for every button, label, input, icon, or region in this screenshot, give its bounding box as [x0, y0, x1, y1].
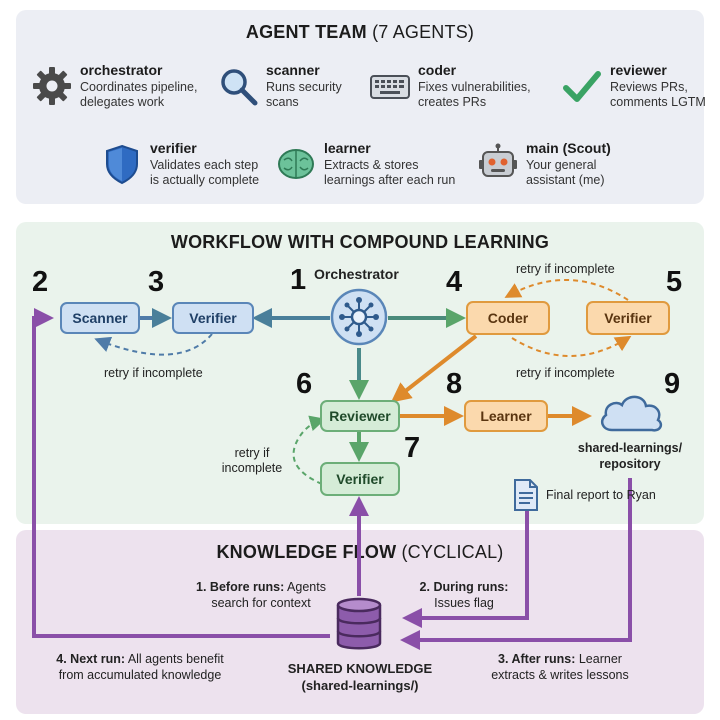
shield-icon: [106, 144, 138, 185]
agent-name: scanner: [266, 62, 320, 78]
agent-scanner: scanner Runs security scans: [216, 62, 386, 112]
step-number-9: 9: [664, 368, 681, 400]
cloud-icon: [600, 395, 663, 432]
knowledge-step-3: 3. After runs: Learner extracts & writes…: [491, 652, 629, 682]
agent-name: learner: [324, 140, 371, 156]
orchestrator-label: Orchestrator: [314, 266, 399, 282]
agent-description: Your general assistant (me): [526, 158, 605, 187]
robot-icon: [479, 143, 517, 177]
retry-loop-coder-top: [504, 279, 629, 301]
arrow-coder-to-reviewer: [390, 334, 478, 403]
step-number-4: 4: [446, 266, 463, 298]
step-number-5: 5: [666, 266, 683, 298]
step-number-3: 3: [148, 266, 165, 298]
retry-loop-reviewer: [292, 415, 326, 485]
agent-name: main (Scout): [526, 140, 611, 156]
knowledge-step-4: 4. Next run: All agents benefit from acc…: [56, 652, 224, 682]
agent-verifier: verifier Validates each step is actually…: [100, 140, 270, 190]
workflow-title: WORKFLOW WITH COMPOUND LEARNING: [170, 232, 550, 252]
magnifier-icon: [221, 69, 258, 106]
agent-reviewer: reviewer Reviews PRs, comments LGTM: [560, 62, 720, 112]
retry-loop-scanner: [94, 333, 213, 356]
agent-name: verifier: [150, 140, 197, 156]
node-verifier-scan: Verifier: [172, 302, 254, 334]
knowledge-step-2: 2. During runs: Issues flag: [419, 580, 509, 610]
agent-team-title: AGENT TEAM (7 AGENTS): [245, 22, 475, 42]
agent-description: Reviews PRs, comments LGTM: [610, 80, 706, 109]
step-number-2: 2: [32, 266, 49, 298]
node-learner: Learner: [464, 400, 548, 432]
node-verifier-code: Verifier: [586, 301, 670, 335]
step-number-1: 1: [290, 264, 307, 296]
retry-label-coder-bottom: retry if incomplete: [516, 366, 615, 380]
brain-icon: [278, 149, 314, 179]
node-coder: Coder: [466, 301, 550, 335]
step-number-6: 6: [296, 368, 313, 400]
arrow-during-runs: [402, 510, 529, 628]
repository-label: shared-learnings/ repository: [577, 441, 683, 471]
agent-team-panel: AGENT TEAM (7 AGENTS) orchestrator Coord…: [16, 10, 706, 204]
agent-name: orchestrator: [80, 62, 163, 78]
agent-name: reviewer: [610, 62, 667, 78]
keyboard-icon: [370, 75, 410, 99]
step-number-7: 7: [404, 432, 421, 464]
agent-learner: learner Extracts & stores learnings afte…: [274, 140, 455, 190]
database-icon: [336, 597, 382, 650]
retry-label-reviewer: retry if incomplete: [221, 446, 283, 475]
agent-description: Extracts & stores learnings after each r…: [324, 158, 456, 187]
final-report-label: Final report to Ryan: [546, 488, 656, 502]
node-reviewer: Reviewer: [320, 400, 400, 432]
agent-orchestrator: orchestrator Coordinates pipeline, deleg…: [30, 62, 200, 112]
agent-main-scout: main (Scout) Your general assistant (me): [476, 140, 646, 190]
retry-loop-coder-bottom: [511, 335, 632, 357]
knowledge-flow-title: KNOWLEDGE FLOW (CYCLICAL): [216, 542, 504, 562]
gear-icon: [33, 67, 71, 105]
retry-label-coder-top: retry if incomplete: [516, 262, 615, 276]
arrow-next-run-loop: [32, 308, 330, 638]
knowledge-step-1: 1. Before runs: Agents search for contex…: [196, 580, 326, 610]
orchestrator-hub-icon: [330, 288, 388, 346]
agent-description: Validates each step is actually complete: [150, 158, 260, 187]
node-verifier-review: Verifier: [320, 462, 400, 496]
shared-knowledge-label: SHARED KNOWLEDGE (shared-learnings/): [287, 661, 433, 693]
agent-description: Coordinates pipeline, delegates work: [80, 80, 198, 109]
document-icon: [514, 479, 538, 511]
retry-label-scanner: retry if incomplete: [104, 366, 203, 380]
checkmark-icon: [563, 71, 601, 102]
agent-description: Runs security scans: [266, 80, 342, 109]
step-number-8: 8: [446, 368, 463, 400]
agent-description: Fixes vulnerabilities, creates PRs: [418, 80, 531, 109]
agent-coder: coder Fixes vulnerabilities, creates PRs: [368, 62, 538, 112]
arrow-after-runs: [400, 478, 632, 650]
agent-name: coder: [418, 62, 457, 78]
node-scanner: Scanner: [60, 302, 140, 334]
